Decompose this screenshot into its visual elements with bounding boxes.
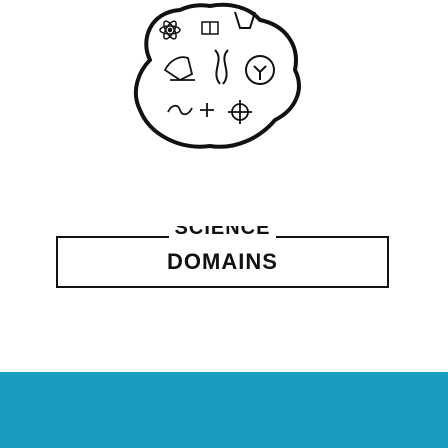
atom-icon: [159, 20, 181, 40]
title-line-2: DOMAINS: [167, 249, 278, 274]
title-box: SCIENCE DOMAINS: [56, 226, 389, 288]
bottom-band: [0, 372, 448, 448]
formula-icon: [167, 103, 214, 117]
flask-icon: [234, 11, 256, 29]
science-logo: [110, 0, 320, 160]
microscope-icon: [163, 56, 195, 82]
dna-icon: [214, 49, 229, 85]
gear-icon: [228, 100, 252, 124]
title-top-line: SCIENCE: [58, 226, 387, 246]
molecule-icon: [245, 55, 275, 85]
book-icon: [201, 21, 219, 35]
science-icon-cluster: [133, 2, 301, 149]
title-line-1: SCIENCE: [174, 226, 271, 238]
